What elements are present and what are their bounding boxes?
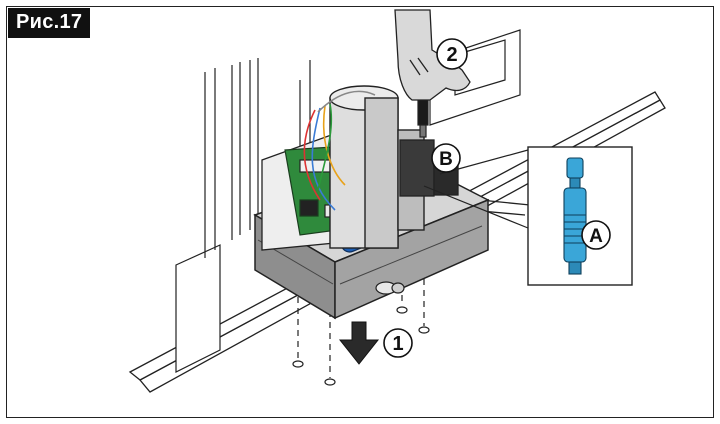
down-arrow-icon: [338, 321, 380, 365]
callout-1: 1: [383, 328, 413, 358]
svg-text:2: 2: [446, 44, 457, 66]
screwdriver-icon: [417, 94, 429, 138]
callout-a: A: [581, 220, 611, 250]
svg-text:1: 1: [392, 333, 403, 355]
svg-text:A: A: [589, 226, 603, 247]
fixing-holes: [292, 306, 430, 386]
callout-b: B: [431, 143, 461, 173]
adjustment-fitting: [563, 157, 587, 275]
svg-text:B: B: [439, 149, 453, 170]
key-icon: [375, 281, 405, 295]
callout-2: 2: [436, 38, 468, 70]
figure-label: Рис.17: [8, 8, 91, 38]
wiring: [303, 90, 376, 211]
